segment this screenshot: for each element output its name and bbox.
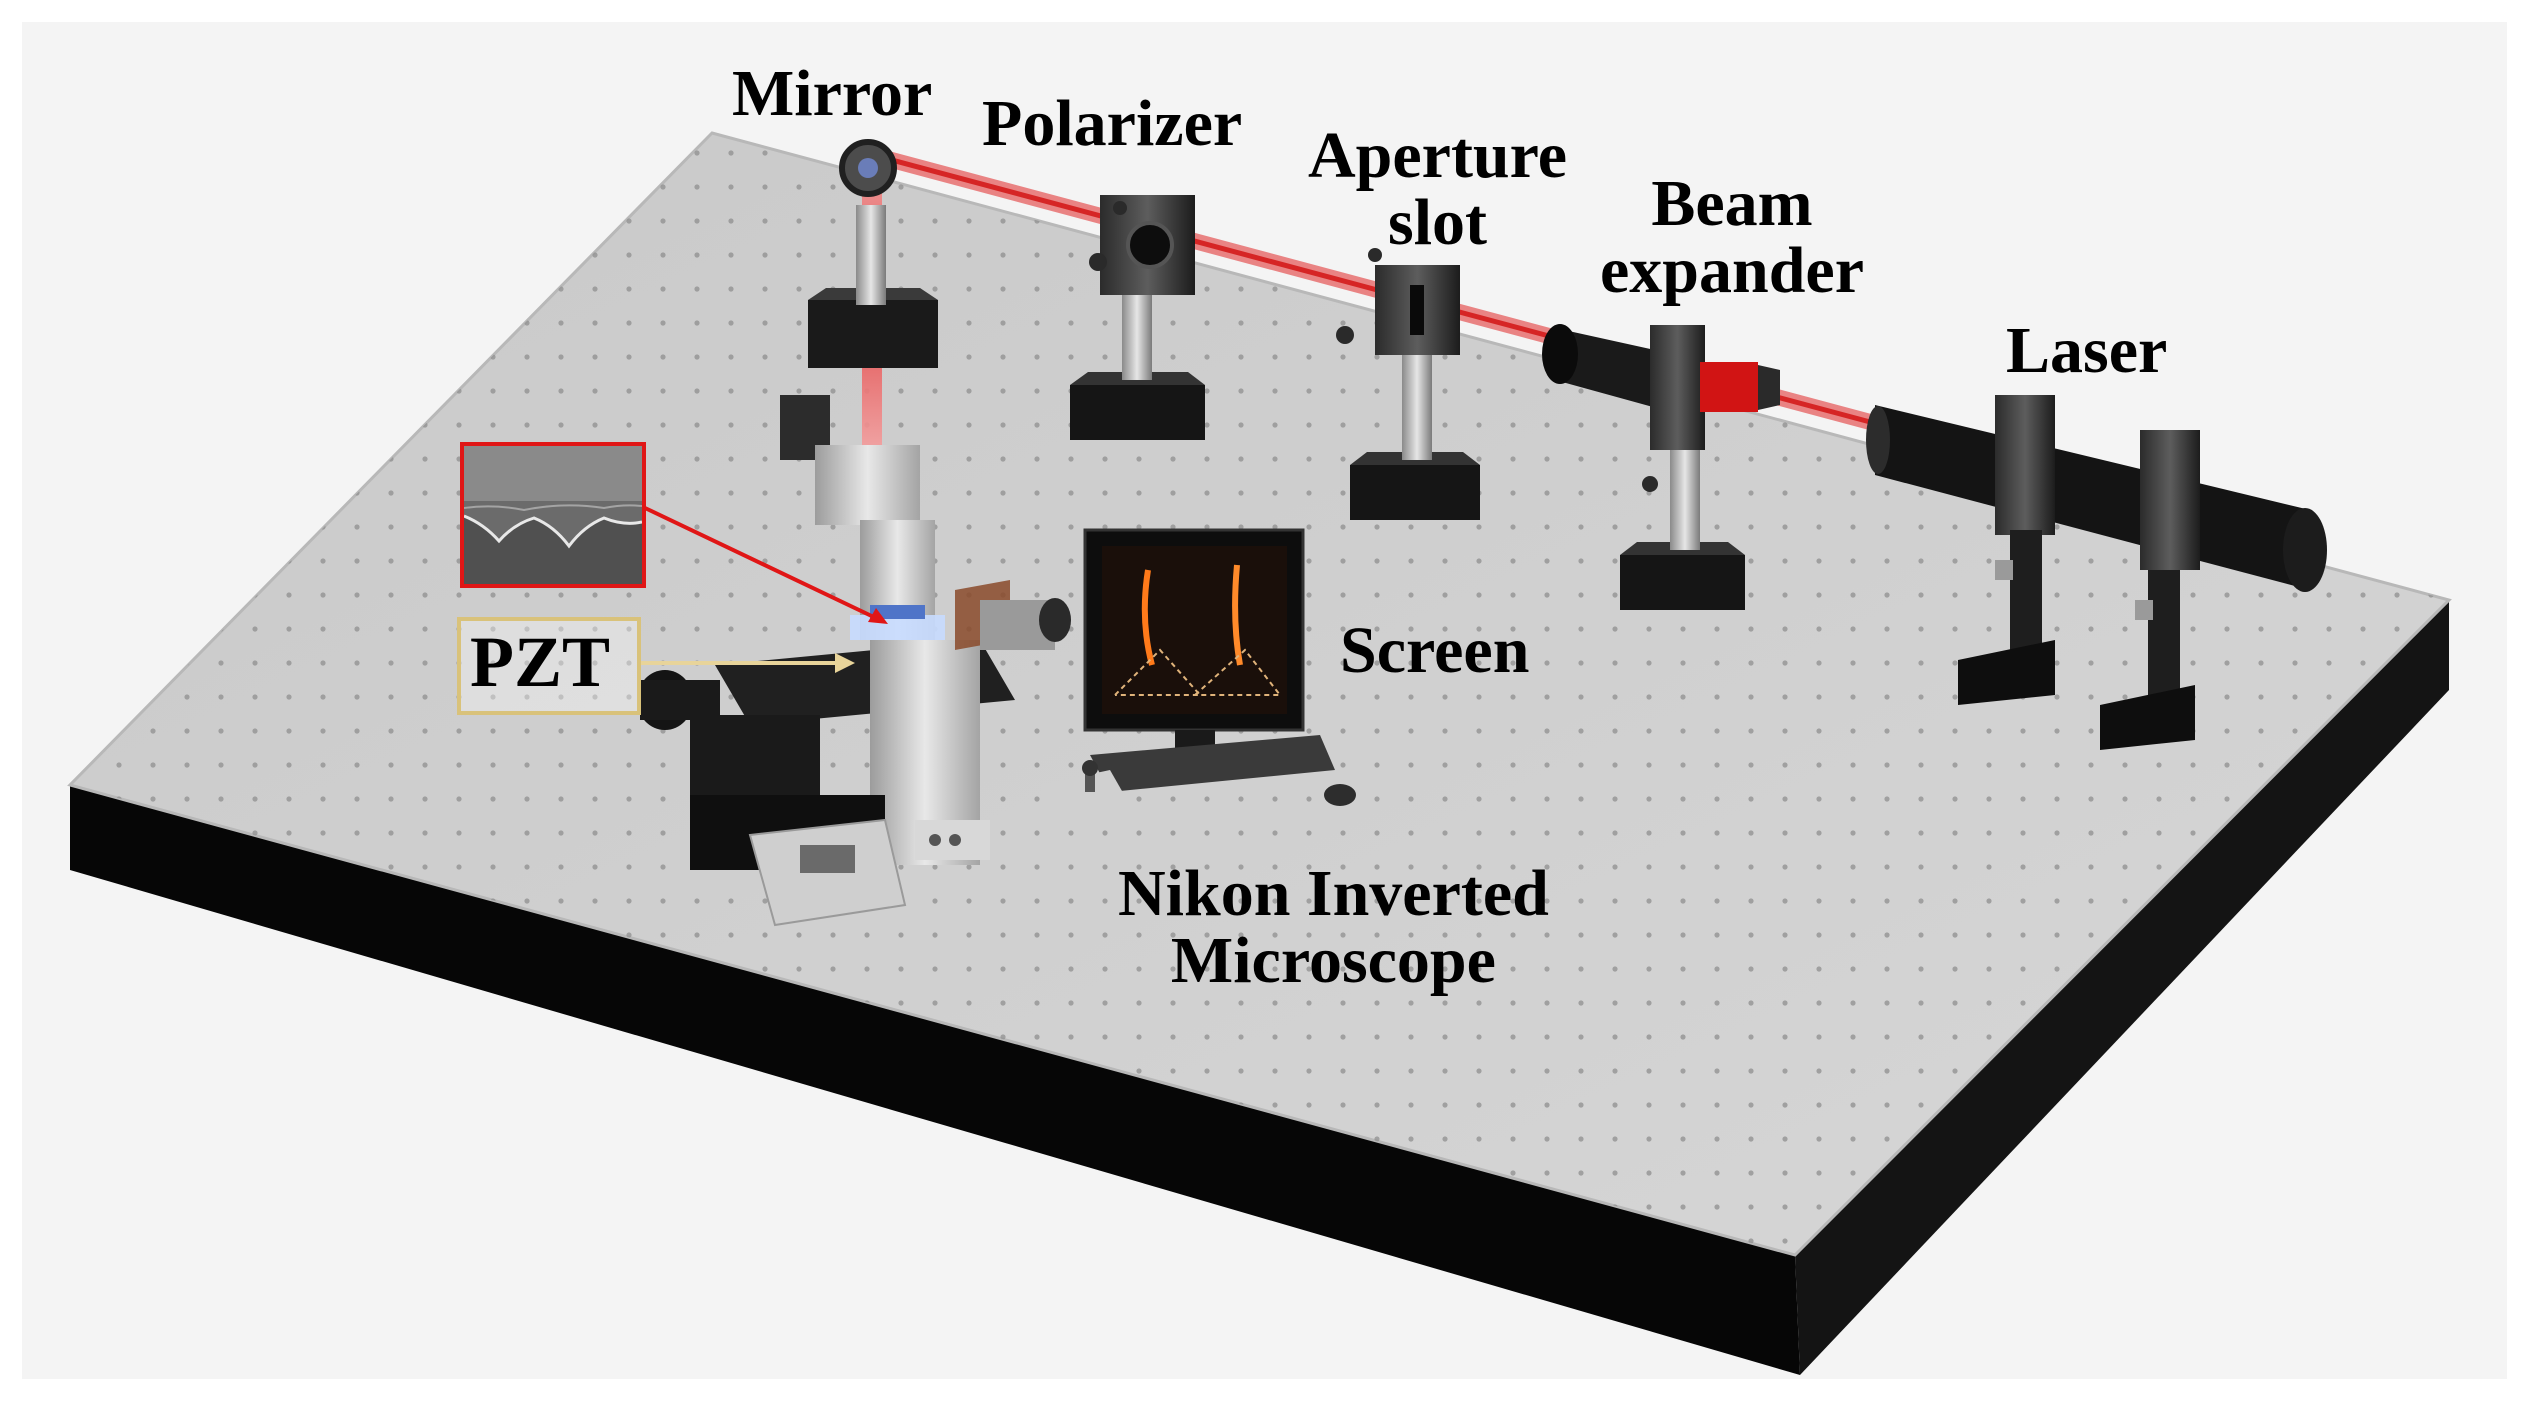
- expander-red-ring: [1700, 362, 1758, 412]
- label-screen: Screen: [1340, 614, 1530, 687]
- mirror-base: [808, 300, 938, 368]
- keyboard: [1090, 735, 1335, 792]
- sem-texture: [464, 446, 642, 584]
- mirror-mount: [808, 139, 938, 368]
- pzt-label-box: [457, 617, 641, 715]
- beam-expander-mount: [1542, 324, 1780, 610]
- label-aperture-slot: Aperture slot: [1308, 119, 1568, 260]
- label-beam-expander: Beam expander: [1600, 167, 1864, 308]
- table-base: [70, 785, 1800, 1375]
- microscope: [637, 395, 1071, 927]
- label-laser: Laser: [2006, 314, 2168, 387]
- sem-inset-image: [460, 442, 646, 588]
- inset-arrow: [644, 506, 881, 622]
- joystick: [1040, 760, 1130, 822]
- mouse: [1324, 784, 1356, 806]
- monitor: [1040, 528, 1356, 822]
- monitor-screen: [1102, 546, 1287, 714]
- polarizer-mount: [1070, 195, 1205, 440]
- laser-body: [1875, 405, 2310, 590]
- label-pzt: PZT: [470, 622, 611, 702]
- mirror-post: [856, 205, 886, 305]
- label-mirror: Mirror: [732, 57, 933, 130]
- table-base-side: [1795, 600, 2449, 1375]
- label-microscope: Nikon Inverted Microscope: [1118, 857, 1549, 998]
- aperture-slot-mount: [1336, 248, 1480, 520]
- label-polarizer: Polarizer: [982, 87, 1243, 160]
- laser-unit: [1866, 395, 2327, 750]
